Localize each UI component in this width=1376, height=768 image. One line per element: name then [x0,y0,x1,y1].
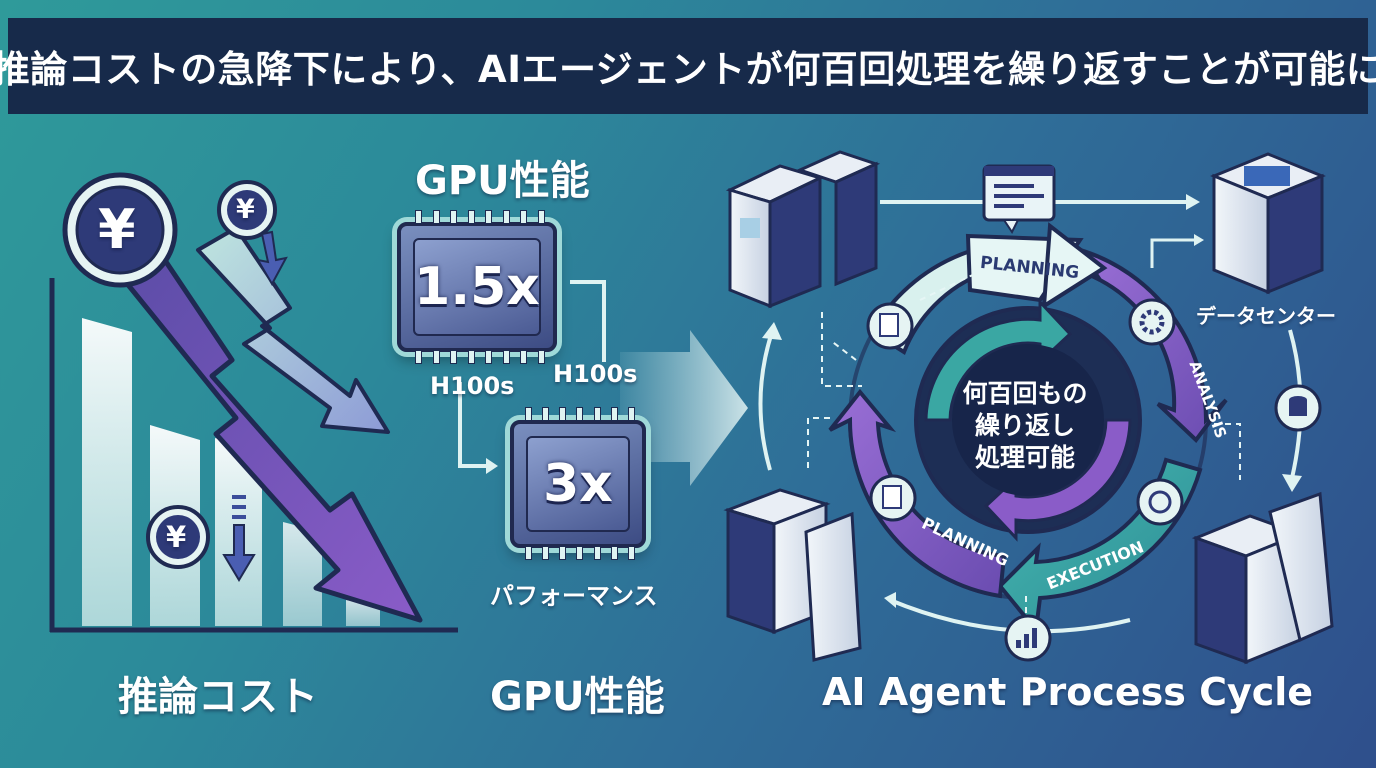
center-line-3: 処理可能 [974,443,1075,472]
main-down-arrow [109,235,423,623]
flow-arrow-to-cycle [620,330,748,486]
title-banner: 推論コストの急降下により、AIエージェントが何百回処理を繰り返すことが可能に [0,18,1376,114]
yen-symbol-large: ¥ [98,198,136,261]
cycle-refresh-icon [1136,478,1184,526]
bar-4 [283,522,322,626]
gpu-caption: GPU性能 [490,674,665,720]
server-rack-top-right [1210,152,1326,295]
center-line-1: 何百回もの [962,379,1088,408]
connector-chip1-right [570,280,606,362]
cost-caption: 推論コスト [118,674,318,720]
chip1-multiplier: 1.5x [414,257,540,317]
document-check-icon [866,302,914,350]
gpu-chip-2: 3x [510,420,646,548]
datacenter-label: データセンター [1196,304,1336,328]
bar-1 [82,318,132,626]
center-message: 何百回もの 繰り返し 処理可能 [950,378,1100,474]
yen-symbol-small-bottom: ¥ [166,520,187,554]
cycle-caption: AI Agent Process Cycle [822,670,1314,714]
inner-arrow-teal [924,298,1073,422]
link-left [758,331,774,471]
cost-decline-graphic [49,172,458,633]
server-rack-top-left [725,150,881,309]
small-down-arrow-top [256,230,288,287]
chip2-model-label: H100s [553,360,638,388]
chip1-model-label: H100s [430,372,515,400]
yen-coin-small-top [217,180,277,240]
gear-icon [1128,298,1176,346]
secondary-down-arrow [196,226,390,434]
database-icon [1274,384,1322,432]
performance-label: パフォーマンス [490,582,658,610]
yen-coin-small-bottom [146,505,210,569]
page-title: 推論コストの急降下により、AIエージェントが何百回処理を繰り返すことが可能に [0,48,1376,91]
chip2-multiplier: 3x [543,454,613,514]
chip1-pins-top [410,210,550,224]
ring-segment-planning-bottom [828,388,1007,599]
yen-coin-large [62,172,178,288]
server-rack-bottom-right [1191,491,1334,665]
bar-chart-icon [1004,614,1052,662]
gpu-connectors [458,280,748,486]
link-top-right [1150,238,1198,268]
chip2-pins-top [520,407,640,421]
agent-cycle-diagram: PLANNING ANALYSIS EXECUTION PLANNING [723,150,1334,665]
chat-window-icon [982,164,1056,234]
connector-chip1-down [458,382,490,468]
server-rack-bottom-left [723,488,862,662]
gpu-top-title: GPU性能 [415,158,590,204]
chip2-pins-bottom [520,546,640,560]
yen-symbol-small-top: ¥ [236,194,255,225]
chip1-pins-bottom [410,350,550,364]
inner-arrow-purple [983,418,1132,542]
center-line-2: 繰り返し [974,411,1075,440]
edit-document-icon [869,474,917,522]
gpu-chip-1: 1.5x [397,222,557,352]
small-down-arrow-bottom [222,495,256,582]
